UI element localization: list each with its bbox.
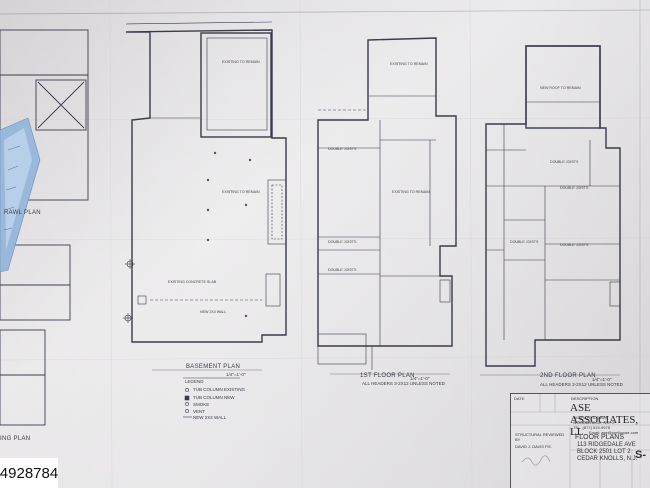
legend-title: LEGEND bbox=[185, 379, 204, 384]
room-label: EXISTING TO REMAIN bbox=[222, 190, 260, 194]
firm-email: Email: ase@ourthouse.com bbox=[589, 430, 639, 435]
legend-item: TUB COLUMN NEW bbox=[193, 395, 235, 400]
firm-name: ASE ASSOCIATES, LL bbox=[570, 402, 639, 438]
legend-item: TUB COLUMN EXISTING bbox=[193, 387, 246, 392]
legend-item: NEW 2X4 WALL bbox=[193, 415, 227, 420]
room-label: DOUBLE JOISTS bbox=[510, 240, 539, 244]
basement-plan-title: BASEMENT PLAN bbox=[186, 364, 241, 370]
room-label: DOUBLE JOISTS bbox=[328, 147, 357, 151]
first-floor-plan-title: 1ST FLOOR PLAN bbox=[360, 373, 415, 379]
first-floor-notes: ALL HEADERS 3-2X12 UNLESS NOTED bbox=[362, 381, 445, 386]
sheet-number: S- bbox=[635, 449, 646, 461]
room-label: DOUBLE JOISTS bbox=[328, 268, 357, 272]
legend-item: VENT bbox=[193, 409, 206, 414]
title-block: DATE DESCRIPTION ASE ASSOCIATES, LL 1634… bbox=[510, 393, 650, 488]
partial-plan-title: ING PLAN bbox=[0, 436, 31, 442]
room-label: DOUBLE JOISTS bbox=[550, 160, 579, 164]
reviewed-label: STRUCTURAL REVIEWED BY bbox=[515, 432, 565, 442]
second-floor-notes: ALL HEADERS 3-2X12 UNLESS NOTED bbox=[540, 382, 623, 387]
room-label: DOUBLE JOISTS bbox=[328, 240, 357, 244]
room-label: EXISTING TO REMAIN bbox=[390, 62, 428, 66]
room-label: DOUBLE JOISTS bbox=[560, 186, 589, 190]
listing-id-watermark: 4928784 bbox=[0, 458, 58, 488]
drawing-title: FLOOR PLANS bbox=[575, 434, 625, 441]
room-label: NEW 2X4 WALL bbox=[200, 310, 227, 314]
date-header: DATE bbox=[514, 396, 525, 401]
firm-phone: TEL. (877) 519-9975 bbox=[573, 425, 610, 430]
second-floor-plan-scale: 1/4"=1'-0" bbox=[592, 377, 612, 382]
room-label: EXISTING CONCRETE SLAB bbox=[168, 280, 217, 284]
crawl-plan-title: RAWL PLAN bbox=[4, 210, 41, 216]
room-label: EXISTING TO REMAIN bbox=[222, 60, 260, 64]
legend-item: SMOKE bbox=[193, 402, 210, 407]
second-floor-plan-title: 2ND FLOOR PLAN bbox=[540, 373, 596, 379]
block-lot: BLOCK 2501 LOT 2 bbox=[577, 449, 631, 455]
room-label: DOUBLE JOISTS bbox=[560, 243, 589, 247]
room-label: NEW ROOF TO REMAIN bbox=[540, 86, 581, 90]
site-address: 113 RIDGEDALE AVE bbox=[577, 442, 636, 448]
firm-address: 1634 MYRTLE AVE bbox=[573, 415, 608, 420]
town: CEDAR KNOLLS, N.J. bbox=[577, 456, 638, 462]
basement-plan-scale: 1/4"=1'-0" bbox=[226, 372, 246, 377]
first-floor-plan-scale: 1/4"=1'-0" bbox=[410, 376, 430, 381]
room-label: EXISTING TO REMAIN bbox=[392, 190, 430, 194]
firm-city: WOODBRIDGE, N.J. 0 bbox=[573, 420, 614, 425]
engineer-name: DAVID J. DAVIS P.E. bbox=[515, 444, 553, 449]
description-header: DESCRIPTION bbox=[571, 396, 599, 401]
